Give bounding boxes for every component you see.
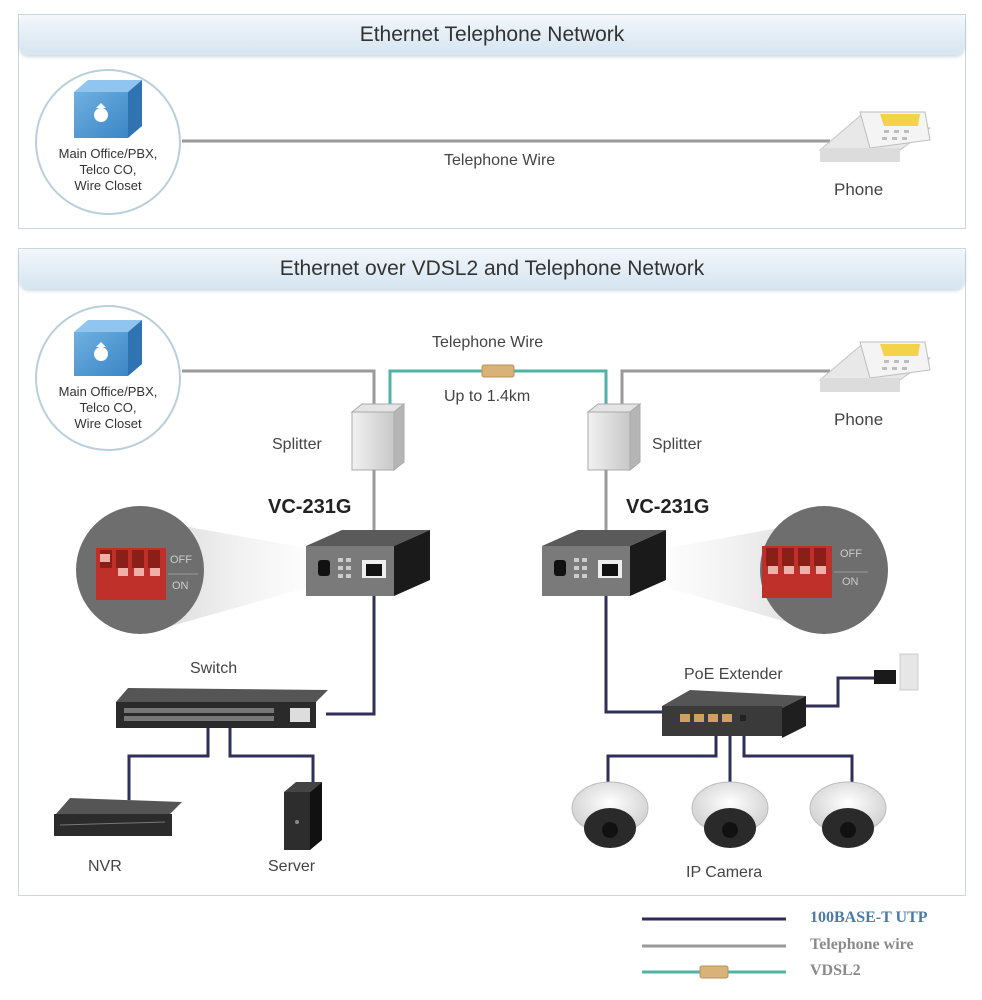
nvr-icon <box>54 798 182 836</box>
poe-extender-icon <box>662 690 806 738</box>
dip-off-left: OFF <box>170 554 192 566</box>
device-right-label: VC-231G <box>626 496 710 518</box>
vdsl2-tag <box>481 364 515 378</box>
splitter-left-label: Splitter <box>272 436 322 453</box>
ip-camera-2-icon <box>691 781 769 848</box>
phone-label-top: Phone <box>834 180 884 199</box>
utp-switch-server <box>228 728 315 784</box>
vc-231g-right-icon <box>542 530 666 596</box>
dip-switch-left <box>76 506 204 634</box>
utp-vc-switch <box>326 596 376 716</box>
legend-vdsl2-tag <box>699 965 729 979</box>
telephone-wire-label-bottom: Telephone Wire <box>432 334 544 351</box>
vc-231g-left-icon <box>306 530 430 596</box>
switch-label: Switch <box>190 660 238 677</box>
office-cube-icon <box>74 80 142 138</box>
telephone-wire-label-top: Telephone Wire <box>444 152 556 169</box>
phone-icon-top <box>818 111 932 162</box>
phone-icon-bottom <box>818 341 932 392</box>
office-label-bottom: Main Office/PBX, Telco CO, Wire Closet <box>44 384 172 432</box>
legend-telephone-label: Telephone wire <box>810 936 914 953</box>
power-outlet-icon <box>874 653 919 691</box>
utp-poe-camera-3 <box>742 736 854 784</box>
nvr-label: NVR <box>88 858 122 875</box>
poe-extender-label: PoE Extender <box>684 666 783 683</box>
splitter-right-icon <box>586 402 642 472</box>
office-circle-top <box>35 69 181 215</box>
utp-vc-poe <box>604 596 662 714</box>
dip-off-right: OFF <box>840 548 862 560</box>
office-label-line: Telco CO, <box>79 162 137 177</box>
legend-vdsl2-label: VDSL2 <box>810 962 861 979</box>
splitter-right-label: Splitter <box>652 436 702 453</box>
office-label-line: Telco CO, <box>79 400 137 415</box>
distance-label: Up to 1.4km <box>444 388 531 405</box>
splitter-left-icon <box>350 402 406 472</box>
office-label-top: Main Office/PBX, Telco CO, Wire Closet <box>44 146 172 194</box>
phone-label-bottom: Phone <box>834 410 884 429</box>
dip-on-left: ON <box>172 580 189 592</box>
legend-utp-label: 100BASE-T UTP <box>810 909 928 926</box>
office-circle-bottom <box>35 305 181 451</box>
bottom-panel-title: Ethernet over VDSL2 and Telephone Networ… <box>19 249 965 289</box>
utp-switch-nvr <box>127 728 210 800</box>
switch-icon <box>116 688 328 728</box>
utp-poe-camera-1 <box>606 736 718 784</box>
dip-on-right: ON <box>842 576 859 588</box>
telephone-wire-splitter-phone <box>620 369 830 408</box>
office-label-line: Wire Closet <box>74 178 142 193</box>
office-label-line: Main Office/PBX, <box>58 146 158 161</box>
office-label-line: Main Office/PBX, <box>58 384 158 399</box>
telephone-wire-office-splitter <box>182 369 376 408</box>
dip-switch-right <box>760 506 888 634</box>
ip-camera-1-icon <box>571 781 649 848</box>
office-cube-icon-bottom <box>74 320 142 376</box>
office-label-line: Wire Closet <box>74 416 142 431</box>
ip-camera-3-icon <box>809 781 887 848</box>
server-icon <box>284 782 322 850</box>
ip-camera-label: IP Camera <box>686 864 763 881</box>
power-cable <box>806 676 874 708</box>
top-panel-title: Ethernet Telephone Network <box>19 15 965 55</box>
device-left-label: VC-231G <box>268 496 352 518</box>
server-label: Server <box>268 858 316 875</box>
